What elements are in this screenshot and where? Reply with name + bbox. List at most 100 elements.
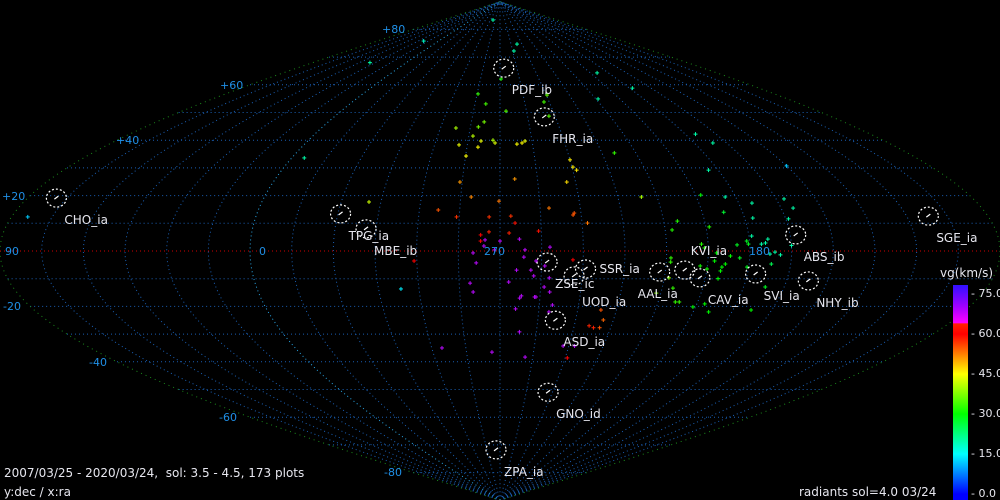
shower-radiant-mark bbox=[501, 65, 507, 70]
shower-radiant-mark bbox=[753, 271, 758, 276]
radiant-point bbox=[719, 265, 724, 270]
radiant-point bbox=[572, 344, 577, 349]
radiant-point bbox=[499, 76, 504, 81]
shower-label: GNO_id bbox=[556, 407, 601, 422]
shower-label: SVI_ia bbox=[763, 288, 800, 303]
radiant-point bbox=[487, 214, 492, 219]
radiant-point bbox=[670, 227, 675, 232]
shower-radiant-mark bbox=[363, 226, 369, 231]
shower-label: SGE_ia bbox=[936, 231, 978, 246]
radiant-point bbox=[791, 206, 796, 211]
shower-marker-zpa_ia bbox=[485, 440, 507, 460]
radiant-point bbox=[489, 350, 494, 355]
radiant-point bbox=[541, 99, 546, 104]
radiant-point bbox=[710, 140, 715, 145]
radiant-point bbox=[706, 168, 711, 173]
radiant-point bbox=[468, 281, 473, 286]
shower-label: KVI_ia bbox=[690, 244, 728, 259]
radiant-point bbox=[772, 250, 777, 255]
radiant-point bbox=[496, 199, 501, 204]
meridian-line bbox=[499, 1, 834, 500]
shower-circle bbox=[485, 440, 507, 460]
radiant-point bbox=[520, 140, 525, 145]
radiant-point bbox=[523, 139, 528, 144]
radiant-point bbox=[601, 317, 606, 322]
shower-label: MBE_ib bbox=[374, 243, 418, 258]
radiant-point bbox=[547, 275, 552, 280]
radiant-point bbox=[475, 145, 480, 150]
shower-circle bbox=[649, 262, 671, 282]
shower-radiant-mark bbox=[682, 267, 688, 272]
dec-label-p60: +60 bbox=[220, 79, 244, 92]
radiant-point bbox=[759, 242, 764, 247]
radiant-point bbox=[750, 216, 755, 221]
radiant-point bbox=[712, 258, 717, 263]
dec-label-p40: +40 bbox=[116, 134, 140, 147]
radiant-point bbox=[412, 258, 417, 263]
radiant-point bbox=[470, 134, 475, 139]
shower-radiant-mark bbox=[657, 269, 663, 274]
radiant-point bbox=[302, 155, 307, 160]
shower-marker-zse_ic bbox=[536, 252, 558, 272]
radiant-point bbox=[482, 119, 487, 124]
meridian-line bbox=[499, 1, 584, 500]
radiant-point bbox=[721, 210, 726, 215]
radiant-point bbox=[585, 221, 590, 226]
shower-radiant-mark bbox=[54, 195, 59, 200]
radiant-point bbox=[630, 86, 635, 91]
shower-radiant-mark bbox=[571, 273, 577, 278]
radiant-point bbox=[464, 153, 469, 158]
radiant-point bbox=[668, 255, 673, 260]
radiant-point bbox=[521, 255, 526, 260]
shower-label: ABS_ib bbox=[803, 249, 845, 264]
radiant-point bbox=[574, 168, 579, 173]
radiant-point bbox=[478, 239, 483, 244]
dec-label-m40: -40 bbox=[89, 356, 107, 369]
shower-marker-aal_ia bbox=[649, 262, 671, 282]
radiant-point bbox=[542, 263, 547, 268]
shower-circle bbox=[536, 252, 558, 272]
meridian-line bbox=[374, 1, 501, 500]
shower-marker-uod_ia bbox=[563, 266, 585, 286]
radiant-point bbox=[698, 263, 703, 268]
radiant-point bbox=[498, 239, 502, 244]
radiant-point bbox=[587, 323, 592, 328]
axes-text: y:dec / x:ra bbox=[4, 485, 71, 499]
radiant-point bbox=[367, 199, 372, 204]
shower-circle bbox=[689, 268, 711, 288]
meridian-line bbox=[499, 1, 918, 500]
shower-radiant-mark bbox=[925, 213, 931, 218]
radiant-point bbox=[547, 289, 552, 294]
radiant-point bbox=[570, 257, 575, 262]
shower-circle bbox=[533, 107, 555, 127]
radiant-point bbox=[564, 180, 569, 185]
radiant-point bbox=[536, 229, 541, 234]
radiant-point bbox=[746, 242, 751, 247]
shower-label: CHO_ia bbox=[64, 213, 108, 228]
shower-label: FHR_ia bbox=[552, 131, 594, 146]
radiant-point bbox=[471, 289, 476, 294]
shower-marker-mbe_ib bbox=[355, 219, 377, 239]
radiant-point bbox=[749, 308, 754, 313]
shower-radiant-mark bbox=[697, 275, 703, 280]
dec-label-equator: 90 bbox=[5, 245, 19, 258]
shower-circle bbox=[355, 219, 377, 239]
shower-label: ASD_ia bbox=[563, 335, 606, 350]
dec-label-p80: +80 bbox=[382, 23, 406, 36]
shower-radiant-mark bbox=[583, 266, 588, 271]
meridian-line bbox=[499, 1, 626, 500]
radiant-point bbox=[513, 306, 518, 311]
shower-radiant-mark bbox=[545, 389, 551, 394]
radiant-point bbox=[457, 142, 462, 147]
radiant-point bbox=[668, 260, 673, 265]
radiant-point bbox=[690, 304, 695, 309]
radiant-point bbox=[572, 211, 577, 216]
radiant-point bbox=[522, 247, 527, 252]
radiant-point bbox=[675, 219, 680, 224]
shower-circle bbox=[785, 225, 807, 245]
ra-label-270: 270 bbox=[484, 245, 505, 258]
radiant-point bbox=[512, 176, 517, 181]
meridian-line bbox=[166, 1, 501, 500]
meridian-line bbox=[499, 1, 751, 500]
